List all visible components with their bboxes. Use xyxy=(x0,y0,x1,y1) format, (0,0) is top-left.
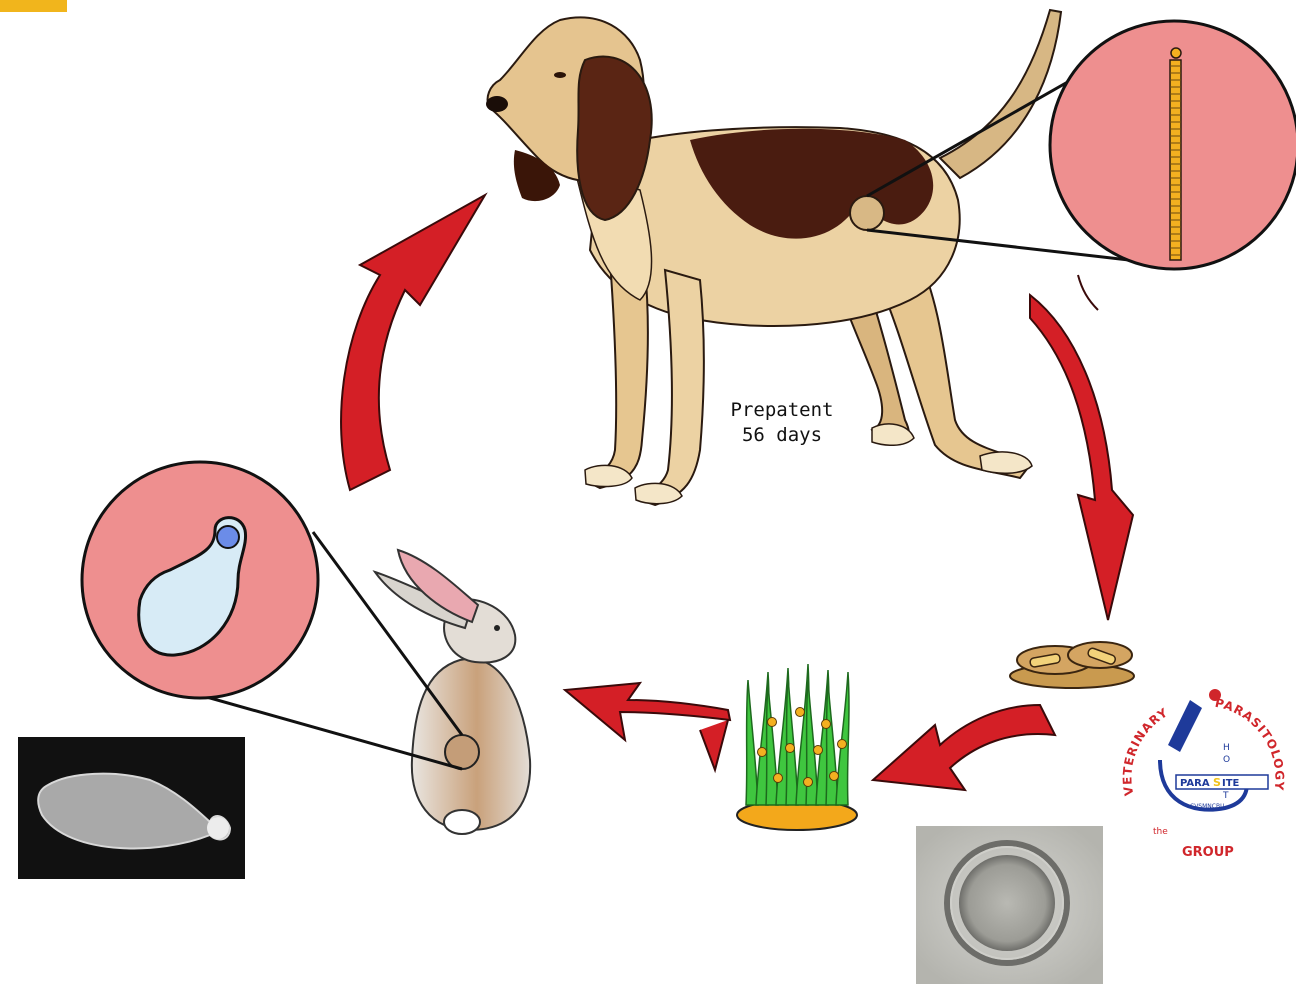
arrow-dog-to-feces xyxy=(1030,275,1133,620)
egg-dot xyxy=(814,746,823,755)
egg-dot xyxy=(758,748,767,757)
prepatent-label-line1: Prepatent xyxy=(712,398,852,423)
logo-ring-bottom: GROUP xyxy=(1182,845,1234,860)
logo-center-left: PARA xyxy=(1180,778,1210,789)
grass-blade xyxy=(826,683,838,805)
logo-ring-bottom-prefix: the xyxy=(1153,827,1168,837)
egg-dot xyxy=(768,718,777,727)
grass-with-eggs-icon xyxy=(737,664,857,830)
egg-dot xyxy=(786,744,795,753)
logo-center-small: CVSMNCBU xyxy=(1190,803,1224,810)
tapeworm-icon xyxy=(1170,48,1181,260)
egg-dot xyxy=(838,740,847,749)
corner-tab xyxy=(0,0,67,12)
prepatent-label: Prepatent 56 days xyxy=(712,398,852,448)
veterinary-parasitology-group-logo: VETERINARY PARASITOLOGY GROUP the PARA S… xyxy=(1120,688,1286,860)
logo-center-s: S xyxy=(1213,776,1221,789)
arrow-grass-to-rabbit xyxy=(565,683,730,770)
cysticercus-photo xyxy=(18,737,245,879)
logo-center-right: ITE xyxy=(1222,778,1240,789)
egg-dot xyxy=(830,772,839,781)
cysticercus-magnifier xyxy=(82,462,462,769)
arrow-feces-to-grass xyxy=(873,705,1055,790)
feces-icon xyxy=(1010,642,1134,688)
arrow-rabbit-to-dog xyxy=(341,195,485,490)
rabbit-illustration xyxy=(375,550,530,834)
grass-blade xyxy=(746,680,758,805)
prepatent-label-line2: 56 days xyxy=(712,423,852,448)
egg-dot xyxy=(774,774,783,783)
egg-dot xyxy=(822,720,831,729)
egg-microscopy-photo xyxy=(916,826,1103,984)
egg-dot xyxy=(804,778,813,787)
grass-blade xyxy=(836,672,849,805)
grass-blade xyxy=(786,676,798,805)
egg-dot xyxy=(796,708,805,717)
grass-blade xyxy=(766,685,778,805)
